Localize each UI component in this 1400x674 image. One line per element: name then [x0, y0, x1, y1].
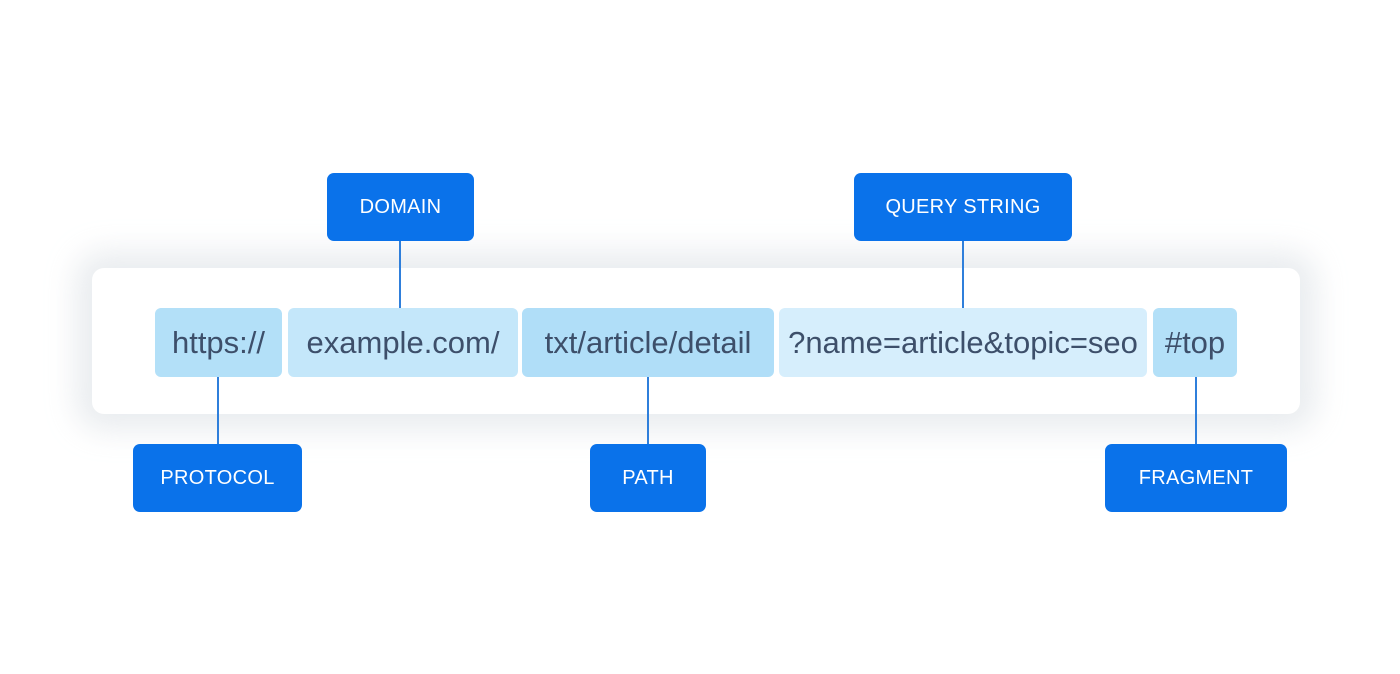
- query-connector: [962, 241, 964, 308]
- path-connector: [647, 377, 649, 444]
- fragment-label: FRAGMENT: [1105, 444, 1287, 512]
- path-label: PATH: [590, 444, 706, 512]
- protocol-label: PROTOCOL: [133, 444, 302, 512]
- url-protocol-segment: https://: [155, 308, 282, 377]
- protocol-connector: [217, 377, 219, 444]
- domain-label: DOMAIN: [327, 173, 474, 241]
- domain-connector: [399, 241, 401, 308]
- url-domain-segment: example.com/: [288, 308, 518, 377]
- url-fragment-segment: #top: [1153, 308, 1237, 377]
- url-path-segment: txt/article/detail: [522, 308, 774, 377]
- url-query-segment: ?name=article&topic=seo: [779, 308, 1147, 377]
- query-string-label: QUERY STRING: [854, 173, 1072, 241]
- fragment-connector: [1195, 377, 1197, 444]
